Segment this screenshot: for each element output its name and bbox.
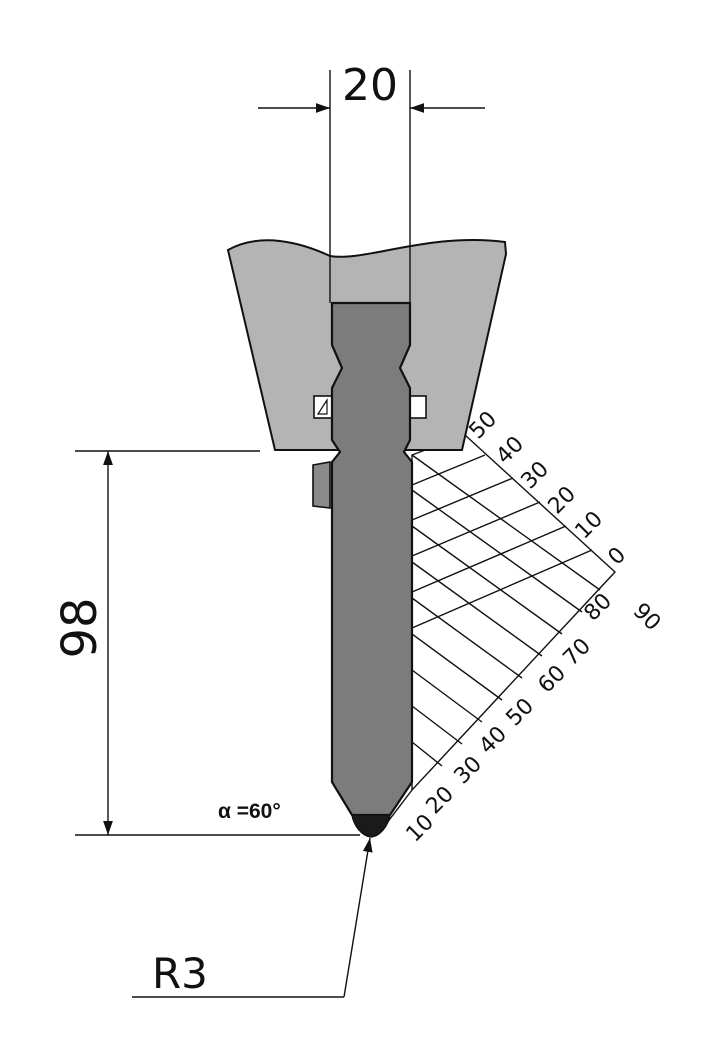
width-dimension (258, 70, 485, 303)
lower-scale-labels: 90 80 70 60 50 40 30 20 10 (402, 589, 666, 847)
punch-body (330, 301, 414, 817)
height-dimension (75, 450, 360, 836)
height-label: 98 (52, 597, 108, 658)
radius-leader (132, 837, 373, 998)
scale-label: 20 (422, 782, 459, 819)
scale-label: 20 (544, 482, 581, 519)
punch-tip (351, 814, 391, 838)
width-label: 20 (342, 60, 398, 111)
scale-label: 60 (534, 661, 571, 698)
safety-tab (312, 461, 331, 509)
scale-label: 30 (450, 752, 487, 789)
scale-label: 90 (628, 599, 665, 636)
angle-scale-grid (379, 434, 616, 833)
scale-label: 30 (517, 457, 554, 494)
scale-label: 40 (475, 722, 512, 759)
scale-label: 80 (580, 589, 617, 626)
scale-label: 10 (571, 507, 608, 544)
radius-label: R3 (152, 949, 208, 998)
angle-label: α =60° (218, 800, 281, 823)
scale-label: 50 (502, 694, 539, 731)
scale-label: 10 (402, 810, 439, 847)
scale-label: 70 (559, 634, 596, 671)
